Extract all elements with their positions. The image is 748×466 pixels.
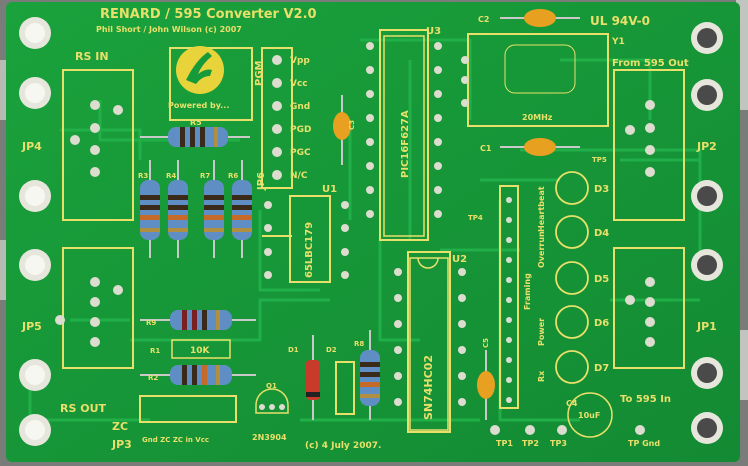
led-overrun-label: Overrun xyxy=(537,231,546,268)
capacitors xyxy=(333,9,613,438)
ic-u3-outline xyxy=(383,35,425,237)
tp2-label: TP2 xyxy=(522,439,539,448)
led-d3-ref: D3 xyxy=(594,184,609,195)
jp3-label: JP3 xyxy=(111,438,132,451)
c3-ref: C3 xyxy=(348,120,356,130)
crystal-y1 xyxy=(504,44,576,94)
pgm-pin-vpp: Vpp xyxy=(290,56,310,66)
r7-ref: R7 xyxy=(200,172,210,180)
c4-ref: C4 xyxy=(566,399,578,408)
u1-ref: U1 xyxy=(322,184,337,195)
pgm-header-pads xyxy=(272,55,282,180)
r1-value: 10K xyxy=(190,346,211,356)
rs-out-label: RS OUT xyxy=(60,402,107,415)
diode-d1 xyxy=(306,335,320,420)
led-d6-ref: D6 xyxy=(594,318,609,329)
crystal-value: 20MHz xyxy=(522,113,553,122)
led-heartbeat-label: Heartbeat xyxy=(537,186,546,232)
pcb-board xyxy=(6,2,740,462)
led-d5-ref: D5 xyxy=(594,274,609,285)
q1-part: 2N3904 xyxy=(252,433,287,442)
tp5-label: TP5 xyxy=(592,156,607,164)
pgm-pin-pgd: PGD xyxy=(290,125,311,135)
led-power-label: Power xyxy=(537,318,546,346)
tp3-label: TP3 xyxy=(550,439,567,448)
d1-ref: D1 xyxy=(288,346,299,354)
u2-part: SN74HC02 xyxy=(422,355,435,420)
r2-ref: R2 xyxy=(148,374,158,382)
transistor-q1 xyxy=(255,388,289,414)
pgm-pin-vcc: Vcc xyxy=(290,79,308,89)
u1-part: 65LBC179 xyxy=(304,222,315,278)
c5-ref: C5 xyxy=(482,338,490,348)
u1-pads xyxy=(264,201,349,279)
tp-gnd-label: TP Gnd xyxy=(628,439,660,448)
c2-ref: C2 xyxy=(478,15,489,24)
r9-ref: R9 xyxy=(146,319,156,327)
board-credit: Phil Short / John Wilson (c) 2007 xyxy=(96,25,242,34)
from-595-label: From 595 Out xyxy=(612,58,689,69)
connector-pads xyxy=(55,100,655,347)
pgm-pin-pgc: PGC xyxy=(290,148,311,158)
r3-ref: R3 xyxy=(138,172,148,180)
ic-u2-body xyxy=(409,257,449,431)
r8-ref: R8 xyxy=(354,340,364,348)
powered-by-text: Powered by... xyxy=(168,101,229,110)
zc-label: ZC xyxy=(112,420,128,433)
c4-value: 10uF xyxy=(578,411,600,420)
board-rating: UL 94V-0 xyxy=(590,14,650,28)
rs-in-label: RS IN xyxy=(75,50,109,63)
pgm-pin-nc: N/C xyxy=(290,171,308,181)
u2-pads xyxy=(394,268,466,406)
led-d7-ref: D7 xyxy=(594,363,609,374)
tp4-label: TP4 xyxy=(468,214,483,222)
zc-sub-label: Gnd ZC ZC in Vcc xyxy=(142,436,209,444)
test-header-pads xyxy=(490,197,645,435)
jp5-label: JP5 xyxy=(21,320,42,333)
q1-ref: Q1 xyxy=(266,382,277,390)
c1-ref: C1 xyxy=(480,144,492,153)
led-outlines xyxy=(555,171,589,384)
silkscreen-outlines xyxy=(62,29,685,433)
led-rx-label: Rx xyxy=(537,370,546,382)
r6-ref: R6 xyxy=(228,172,238,180)
u2-ref: U2 xyxy=(452,254,467,265)
resistors xyxy=(140,127,380,420)
d2-ref: D2 xyxy=(326,346,337,354)
jp6-label: JP6 xyxy=(256,172,267,191)
jp4-label: JP4 xyxy=(21,140,42,153)
pgm-label: PGM xyxy=(254,60,265,86)
y1-ref: Y1 xyxy=(611,37,625,47)
u3-pads xyxy=(366,42,469,218)
jp1-label: JP1 xyxy=(696,320,717,333)
r5-ref: R5 xyxy=(190,118,202,127)
pgm-pin-gnd: Gnd xyxy=(290,102,310,112)
tp1-label: TP1 xyxy=(496,439,513,448)
r1-ref: R1 xyxy=(150,347,160,355)
led-framing-label: Framing xyxy=(523,273,532,310)
powered-by-logo xyxy=(176,46,224,94)
to-595-label: To 595 In xyxy=(620,394,671,405)
u3-part: PIC16F627A xyxy=(400,110,411,178)
mounting-holes xyxy=(19,17,723,446)
u3-ref: U3 xyxy=(426,26,441,37)
board-title: RENARD / 595 Converter V2.0 xyxy=(100,7,317,22)
jp2-label: JP2 xyxy=(696,140,717,153)
board-date: (c) 4 July 2007. xyxy=(305,441,381,451)
r4-ref: R4 xyxy=(166,172,176,180)
led-d4-ref: D4 xyxy=(594,228,609,239)
